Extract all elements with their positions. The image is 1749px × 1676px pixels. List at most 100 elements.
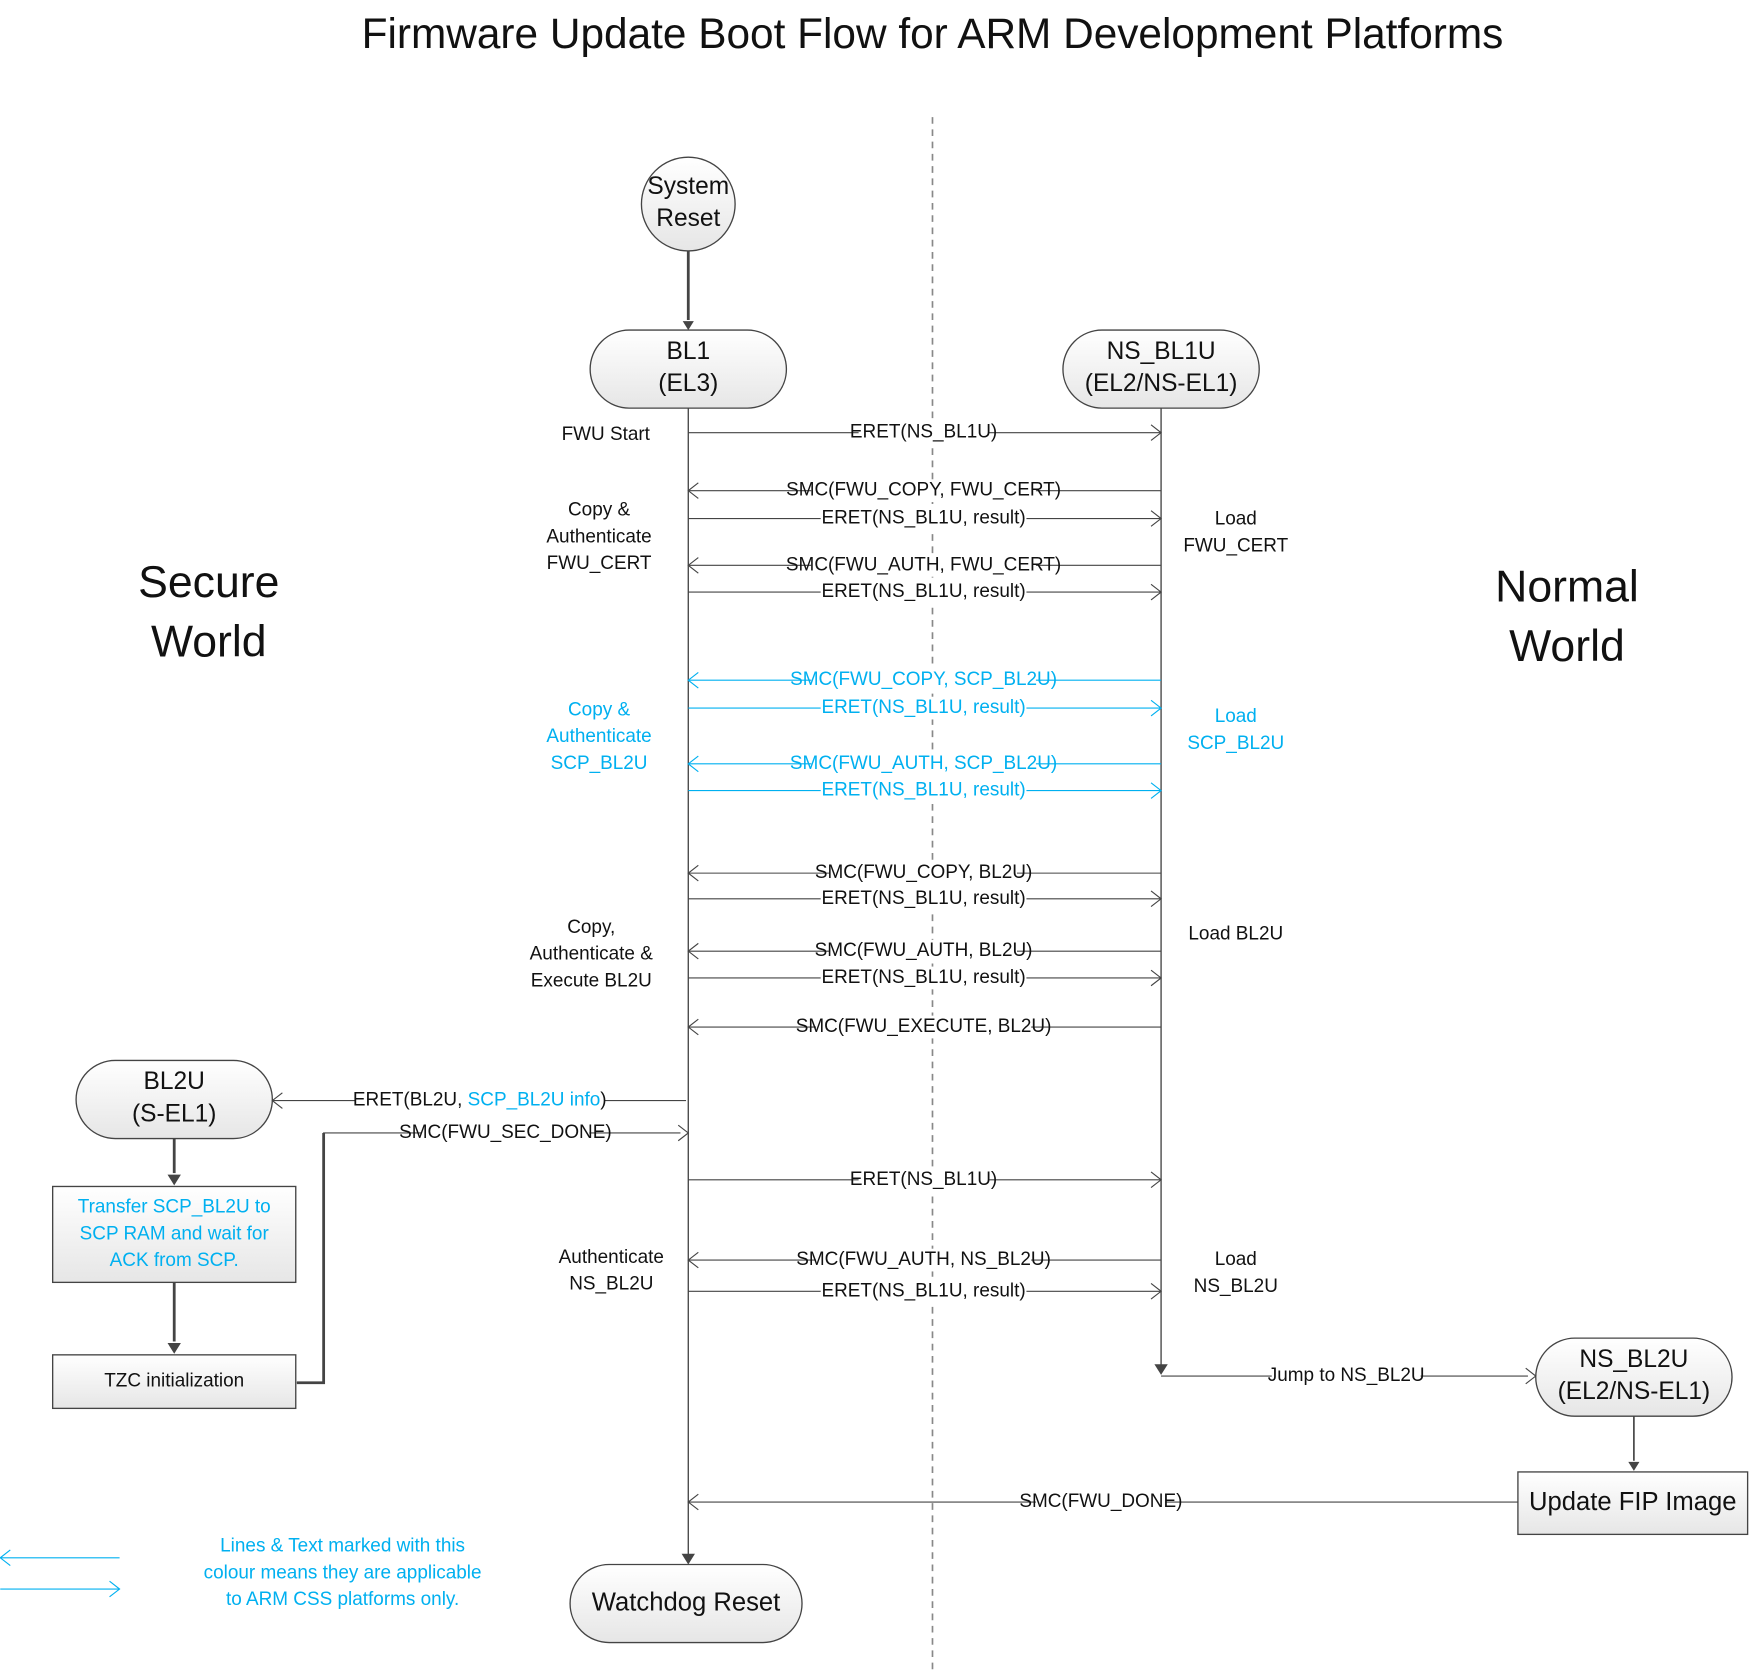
secure-step-note: FWU Start xyxy=(562,424,651,445)
arrow-head-icon xyxy=(682,321,694,331)
watchdog-reset-label: Watchdog Reset xyxy=(592,1588,780,1616)
normal-world-label: Normal xyxy=(1495,563,1639,612)
arrow-head-icon xyxy=(677,1124,690,1142)
message-label: SMC(FWU_AUTH, BL2U) xyxy=(815,940,1033,961)
arrow-head-icon xyxy=(687,1493,699,1511)
transfer-scp-label: Transfer SCP_BL2U to xyxy=(78,1197,271,1218)
message-label: SMC(FWU_AUTH, FWU_CERT) xyxy=(786,554,1061,575)
page-title: Firmware Update Boot Flow for ARM Develo… xyxy=(362,10,1504,57)
legend-arrow-left-icon xyxy=(0,1549,11,1567)
label-background xyxy=(811,553,1036,577)
label-background xyxy=(354,1088,605,1113)
secure-step-note: Copy & xyxy=(568,699,630,720)
secure-step-note: FWU_CERT xyxy=(547,553,652,574)
secure-step-note: Authenticate xyxy=(546,726,651,747)
arrow-head-icon xyxy=(1150,510,1162,527)
bl2u-label: (S-EL1) xyxy=(132,1101,216,1128)
eret-bl2u-label: ERET(BL2U, SCP_BL2U info) xyxy=(353,1090,607,1111)
message-label: SMC(FWU_AUTH, SCP_BL2U) xyxy=(790,753,1057,774)
label-background xyxy=(1271,1364,1421,1388)
arrow-head-icon xyxy=(681,1553,695,1565)
message-label: ERET(NS_BL1U, result) xyxy=(821,888,1025,909)
secure-step-note: Authenticate & xyxy=(530,944,654,965)
secure-world-label: World xyxy=(151,617,267,666)
label-background xyxy=(858,421,989,445)
normal-step-note: FWU_CERT xyxy=(1183,535,1288,556)
secure-step-note: NS_BL2U xyxy=(569,1274,653,1295)
label-background xyxy=(811,752,1036,776)
arrow-head-icon xyxy=(687,1251,699,1269)
label-background xyxy=(1035,1490,1166,1514)
message-label: SMC(FWU_COPY, FWU_CERT) xyxy=(786,480,1061,501)
normal-step-note: Load xyxy=(1215,1249,1257,1270)
label-background xyxy=(421,1121,590,1145)
normal-step-note: Load xyxy=(1215,706,1257,727)
message-label: ERET(NS_BL1U, result) xyxy=(821,780,1025,801)
arrow-head-icon xyxy=(1150,782,1162,799)
secure-step-note: Copy, xyxy=(567,917,615,938)
label-background xyxy=(830,939,1017,963)
ns-bl1u-label: NS_BL1U xyxy=(1107,338,1216,365)
transfer-scp-label: ACK from SCP. xyxy=(110,1250,239,1271)
normal-step-note: NS_BL2U xyxy=(1194,1276,1278,1297)
label-background xyxy=(820,1279,1027,1303)
eret-bl2u-label-part: SCP_BL2U info xyxy=(468,1090,601,1111)
normal-step-note: SCP_BL2U xyxy=(1187,733,1284,754)
arrow-head-icon xyxy=(687,864,699,882)
arrow-head-icon xyxy=(1150,1171,1162,1189)
normal-step-note: Load xyxy=(1215,509,1257,530)
sec-done-label: SMC(FWU_SEC_DONE) xyxy=(399,1122,612,1143)
message-label: SMC(FWU_EXECUTE, BL2U) xyxy=(796,1016,1052,1037)
arrow-head-icon xyxy=(1150,890,1162,908)
transfer-scp-node xyxy=(51,1185,297,1284)
system-reset-label: Reset xyxy=(656,205,720,232)
label-background xyxy=(820,507,1027,530)
arrow-head-icon xyxy=(1150,969,1162,987)
label-background xyxy=(815,1248,1032,1272)
legend-text: Lines & Text marked with this xyxy=(220,1536,465,1557)
message-label: ERET(NS_BL1U, result) xyxy=(821,508,1025,529)
system-reset-label: System xyxy=(647,173,729,200)
arrow-head-icon xyxy=(167,1174,181,1186)
fwu-done-label: SMC(FWU_DONE) xyxy=(1019,1491,1182,1512)
arrow-head-icon xyxy=(687,557,699,574)
secure-step-note: Copy & xyxy=(568,500,630,521)
message-label: ERET(NS_BL1U, result) xyxy=(821,581,1025,602)
ns-bl2u-label: (EL2/NS-EL1) xyxy=(1558,1378,1711,1405)
legend-text: colour means they are applicable xyxy=(204,1562,482,1583)
bl1-label: BL1 xyxy=(666,338,710,365)
message-label: SMC(FWU_COPY, BL2U) xyxy=(815,862,1032,883)
arrow-head-icon xyxy=(1150,1283,1162,1300)
label-background xyxy=(820,696,1027,720)
eret-bl2u-label-part: ERET(BL2U, xyxy=(353,1090,468,1111)
secure-step-note: Authenticate xyxy=(559,1247,664,1268)
system-reset-node xyxy=(640,156,736,252)
normal-step-note: Load BL2U xyxy=(1188,923,1283,944)
arrow-head-icon xyxy=(1628,1461,1640,1471)
arrow-head-icon xyxy=(687,482,699,499)
tzc-init-node xyxy=(51,1354,297,1410)
eret-bl2u-label-part: ) xyxy=(600,1090,606,1111)
label-background xyxy=(820,966,1027,990)
secure-step-note: Authenticate xyxy=(546,526,651,547)
arrow-head-icon xyxy=(1154,1364,1168,1375)
secure-step-note: SCP_BL2U xyxy=(551,753,648,774)
secure-world-label: Secure xyxy=(138,558,279,607)
label-background xyxy=(820,580,1027,604)
ns-bl2u-label: NS_BL2U xyxy=(1579,1346,1688,1373)
arrow-head-icon xyxy=(167,1343,181,1354)
arrow-head-icon xyxy=(687,671,699,689)
bl1-label: (EL3) xyxy=(658,370,718,397)
watchdog-reset-node xyxy=(569,1563,803,1644)
bl1-node xyxy=(589,329,788,409)
arrow-head-icon xyxy=(1150,424,1162,441)
message-label: SMC(FWU_COPY, SCP_BL2U) xyxy=(790,669,1057,690)
arrow-head-icon xyxy=(1150,699,1162,717)
bl2u-label: BL2U xyxy=(144,1068,205,1095)
message-label: ERET(NS_BL1U) xyxy=(850,1169,997,1190)
update-fip-label: Update FIP Image xyxy=(1529,1488,1736,1516)
secure-step-note: Execute BL2U xyxy=(531,970,652,991)
transfer-scp-label: SCP RAM and wait for xyxy=(80,1223,269,1244)
message-label: ERET(NS_BL1U, result) xyxy=(821,697,1025,718)
